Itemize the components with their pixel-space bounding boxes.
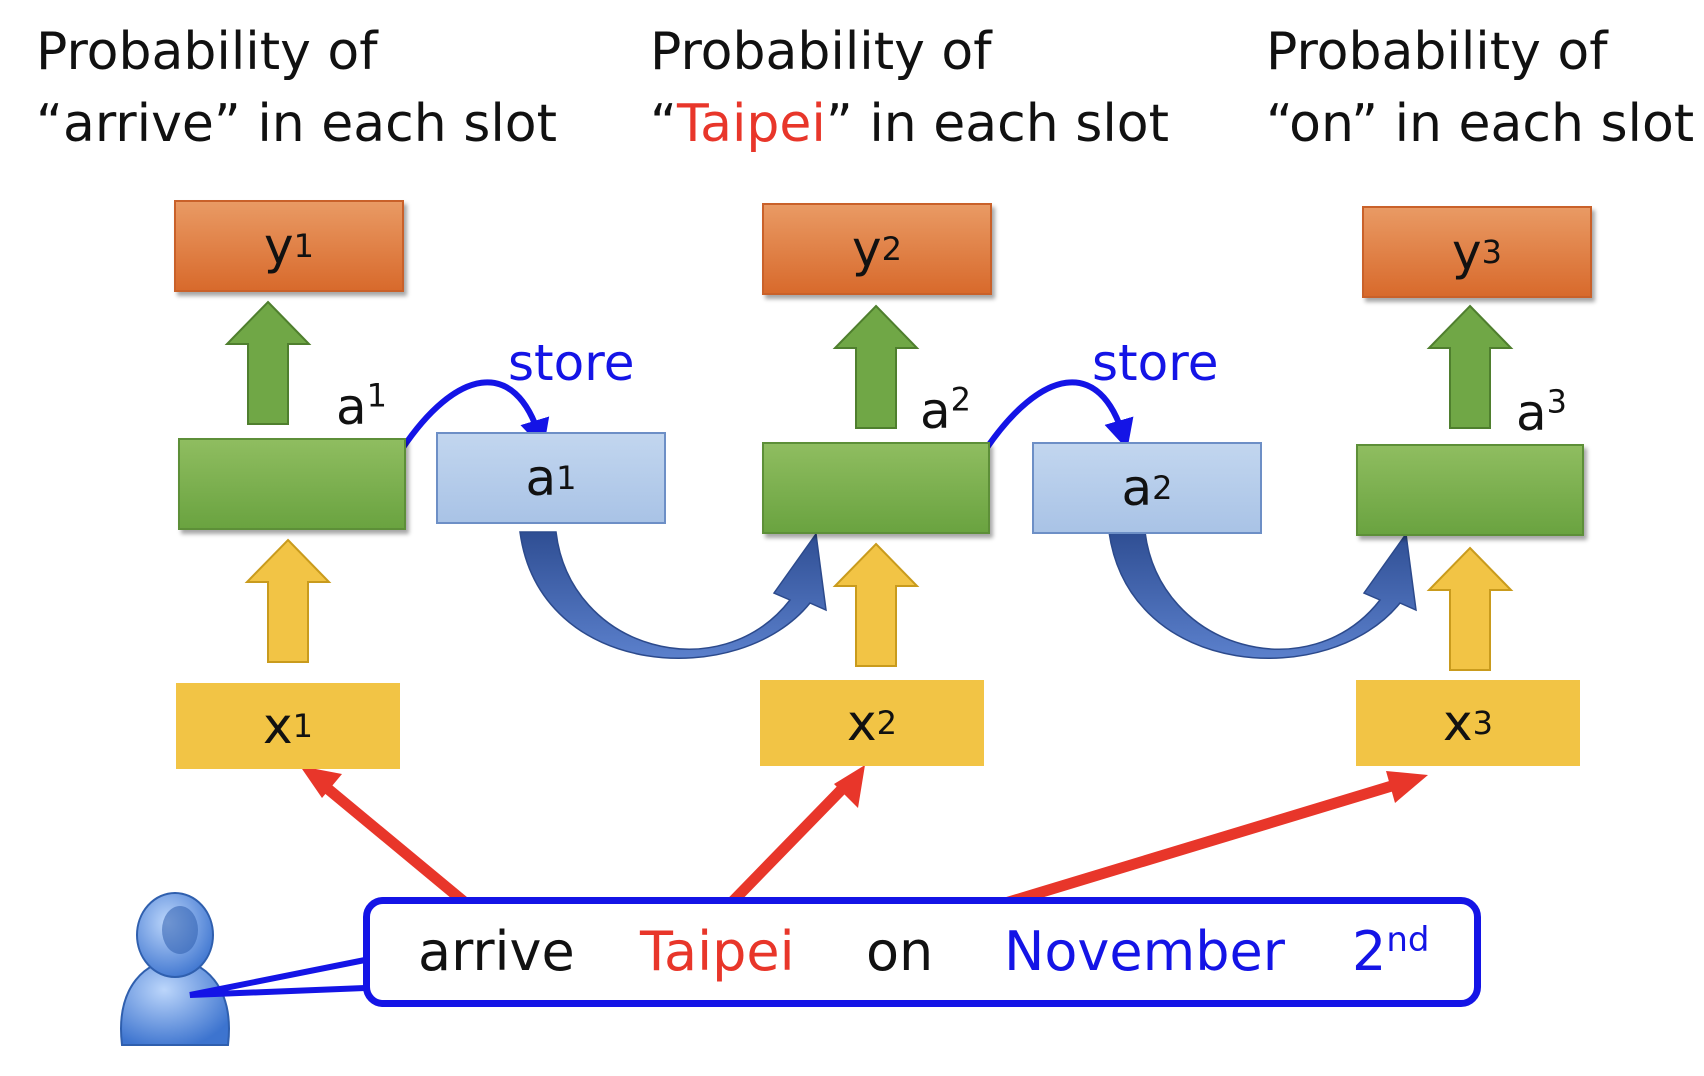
recurrent-arrow-2 (1108, 531, 1417, 660)
store-label-2: store (1092, 334, 1219, 392)
speech-pointer (189, 957, 366, 998)
word-arrow-1 (300, 766, 484, 920)
title-3: Probability of “on” in each slot (1266, 16, 1694, 160)
sentence-bubble (363, 897, 1481, 1007)
store-label-1: store (508, 334, 635, 392)
quote-close: ” (213, 94, 241, 154)
quote-close: ” (825, 94, 853, 154)
quote-close: ” (1351, 94, 1379, 154)
up-arrow-yellow-3 (1426, 546, 1514, 671)
title-1: Probability of “arrive” in each slot (36, 16, 557, 160)
hidden-box-3 (1356, 444, 1584, 536)
title-rest: in each slot (852, 94, 1169, 154)
label-sup: 2 (950, 380, 971, 419)
output-base: y (852, 220, 882, 278)
quote-open: “ (36, 94, 63, 154)
title-word: on (1289, 94, 1352, 154)
title-2-line1: Probability of (650, 22, 992, 82)
recurrent-arrow-1 (519, 531, 827, 660)
title-rest: in each slot (240, 94, 557, 154)
label-sup: 1 (366, 376, 387, 415)
up-arrow-yellow-2 (832, 542, 920, 667)
user-icon (120, 892, 230, 1046)
label-base: a (920, 382, 951, 440)
word-taipei: Taipei (640, 920, 795, 983)
title-3-line1: Probability of (1266, 22, 1608, 82)
title-2: Probability of “Taipei” in each slot (650, 16, 1169, 160)
up-arrow-green-3 (1426, 304, 1514, 429)
title-1-line2: “arrive” in each slot (36, 88, 557, 160)
title-2-line2: “Taipei” in each slot (650, 88, 1169, 160)
title-rest: in each slot (1378, 94, 1695, 154)
label-sup: 3 (1546, 382, 1567, 421)
input-base: x (263, 697, 293, 755)
word-arrive: arrive (418, 920, 575, 983)
word-on: on (866, 920, 934, 983)
title-3-line2: “on” in each slot (1266, 88, 1694, 160)
quote-open: “ (1266, 94, 1290, 154)
hidden-box-1 (178, 438, 406, 530)
input-base: x (847, 694, 877, 752)
hidden-label-3: a3 (1516, 384, 1567, 442)
title-word: arrive (62, 94, 214, 154)
quote-open: “ (650, 94, 677, 154)
title-1-line1: Probability of (36, 22, 378, 82)
hidden-label-1: a1 (336, 378, 387, 436)
hidden-label-2: a2 (920, 382, 971, 440)
output-base: y (1452, 223, 1482, 281)
hidden-box-2 (762, 442, 990, 534)
word-2nd-base: 2 (1352, 920, 1387, 983)
title-word-highlight: Taipei (676, 94, 826, 154)
memory-base: a (525, 449, 557, 507)
store-arrow-2 (983, 379, 1134, 451)
word-2nd-sup: nd (1386, 920, 1430, 960)
word-2nd: 2nd (1352, 920, 1430, 983)
word-november: November (1004, 920, 1285, 983)
up-arrow-green-2 (832, 304, 920, 429)
label-base: a (336, 378, 367, 436)
output-base: y (264, 217, 294, 275)
memory-base: a (1121, 459, 1153, 517)
label-base: a (1516, 384, 1547, 442)
input-base: x (1443, 694, 1473, 752)
up-arrow-yellow-1 (244, 538, 332, 663)
store-arrow-1 (399, 379, 550, 451)
up-arrow-green-1 (224, 300, 312, 425)
